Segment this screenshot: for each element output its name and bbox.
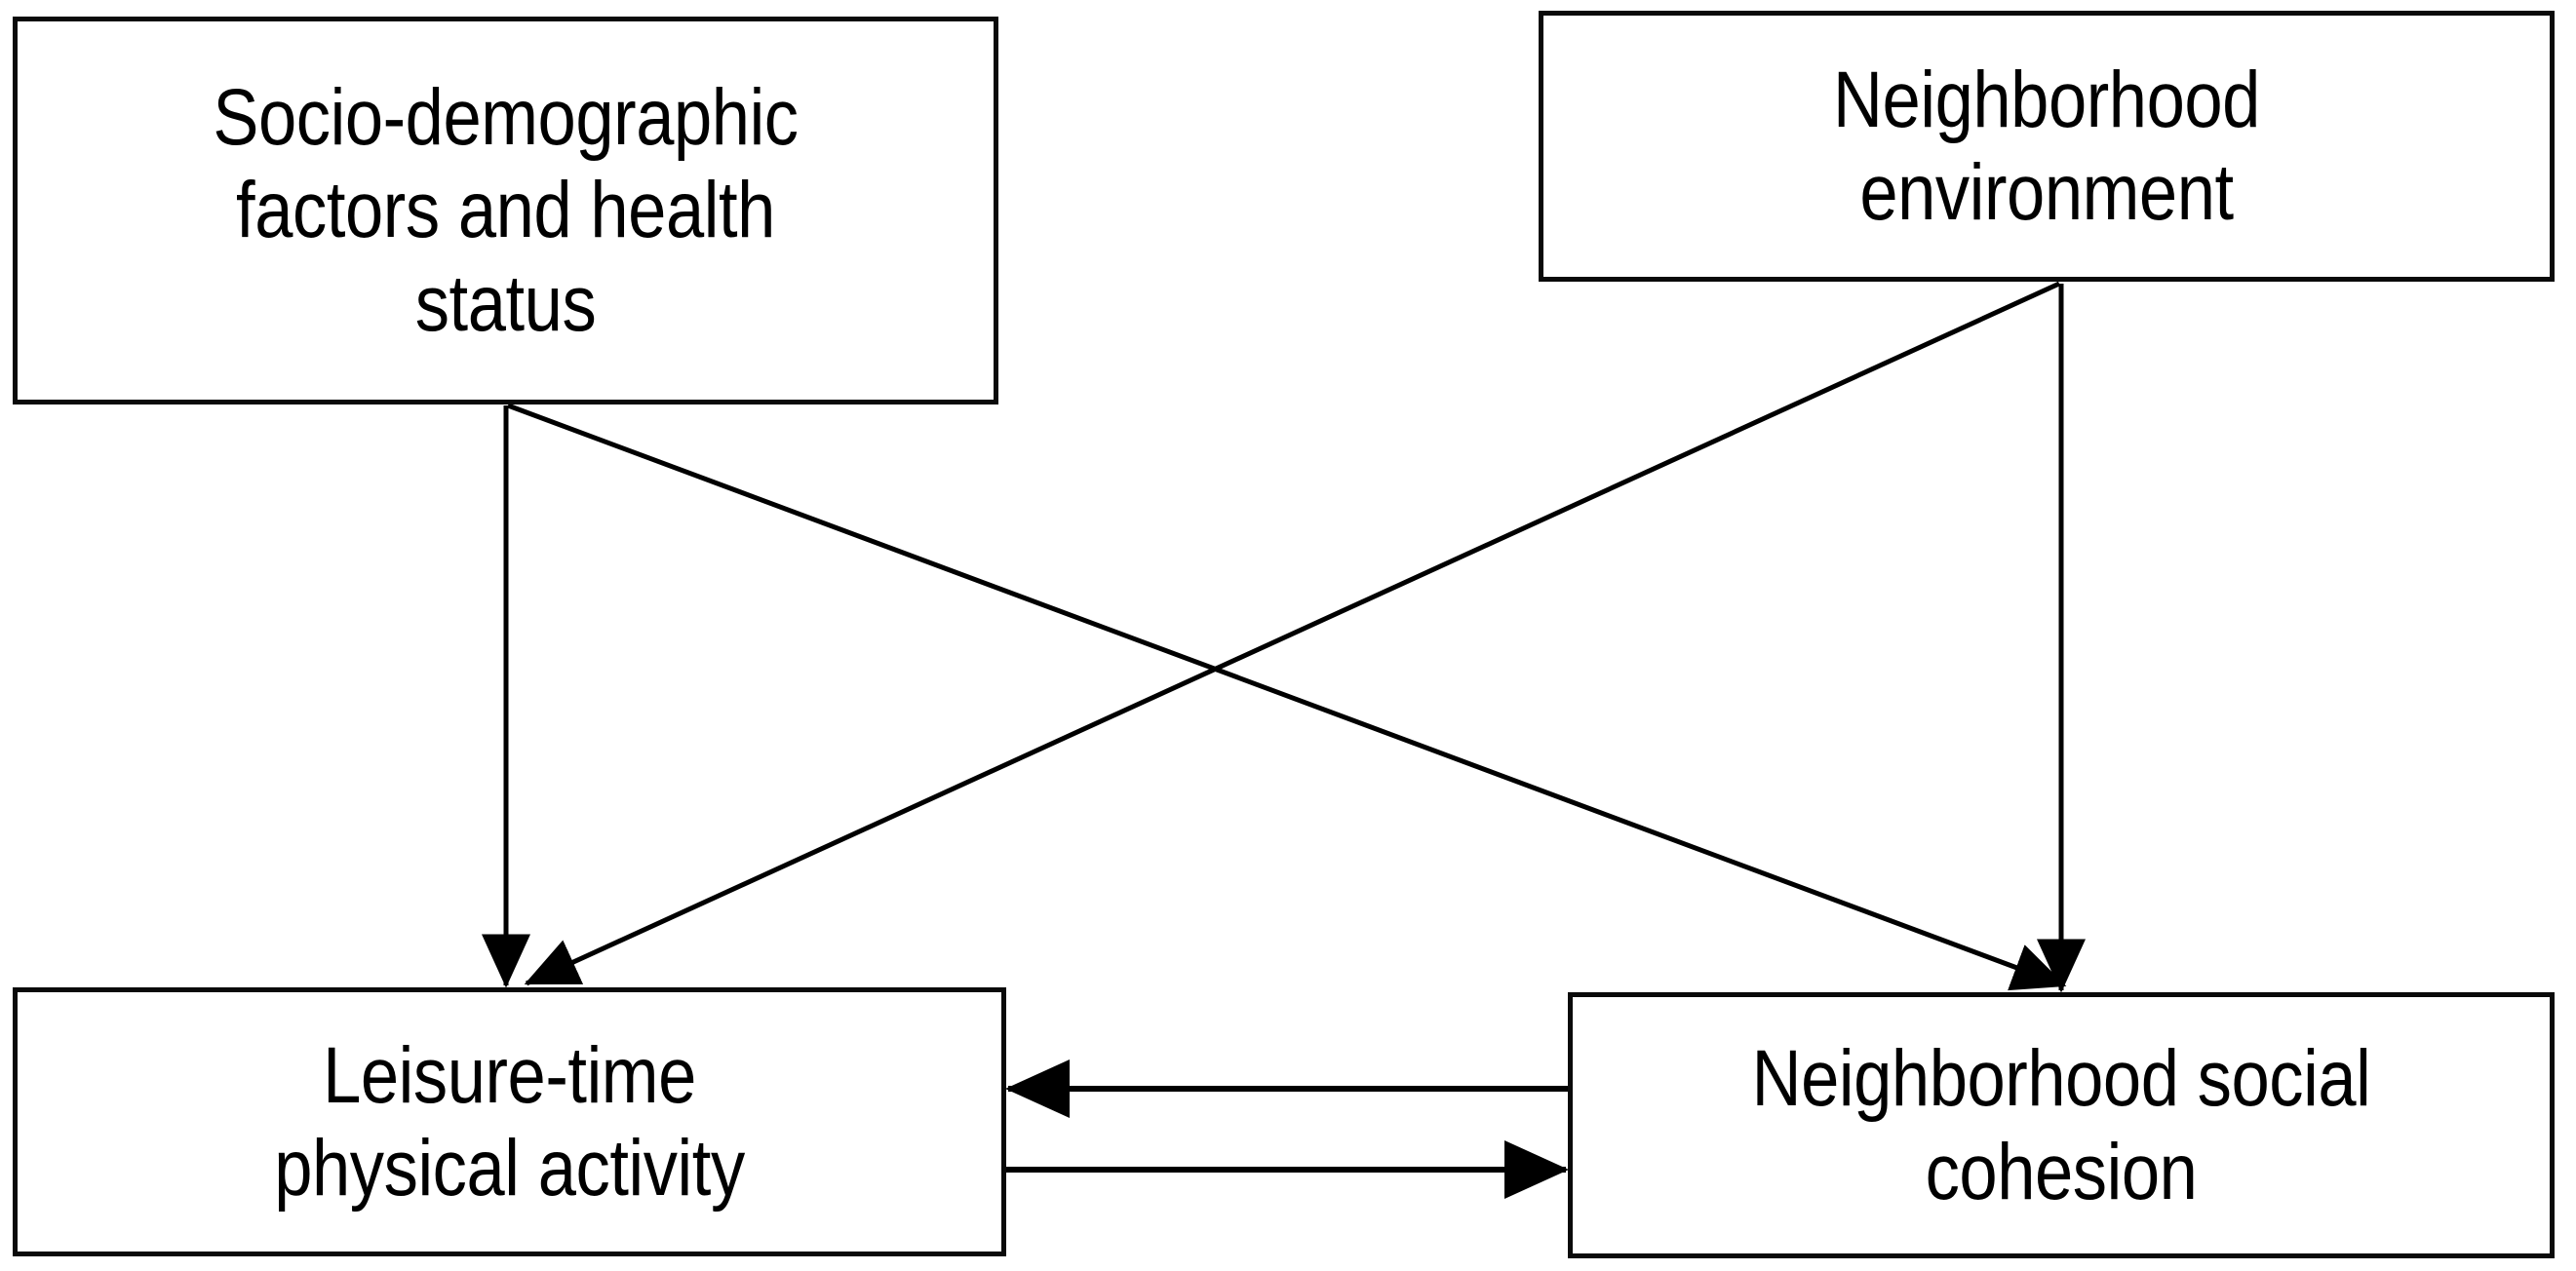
node-label: Socio-demographic factors and health sta… xyxy=(213,73,799,348)
edge-socio-to-cohesion xyxy=(507,403,2067,991)
node-leisure-time-physical-activity[interactable]: Leisure-time physical activity xyxy=(13,987,1006,1256)
node-neighborhood-social-cohesion[interactable]: Neighborhood social cohesion xyxy=(1568,992,2555,1258)
edge-environment-to-ltpa xyxy=(524,281,2061,986)
node-label: Neighborhood social cohesion xyxy=(1751,1034,2371,1216)
node-neighborhood-environment[interactable]: Neighborhood environment xyxy=(1539,11,2555,282)
node-label: Neighborhood environment xyxy=(1833,55,2260,237)
node-label: Leisure-time physical activity xyxy=(274,1030,745,1213)
node-socio-demographic-factors-and-health-status[interactable]: Socio-demographic factors and health sta… xyxy=(13,17,998,404)
